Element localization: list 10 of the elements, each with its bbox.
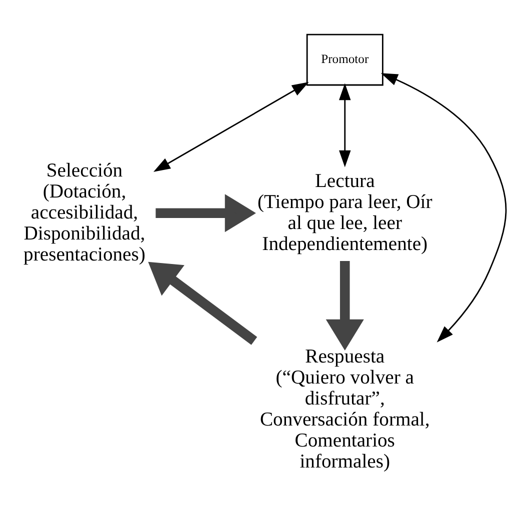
node-text: Lectura (Tiempo para leer, Oír al que lee, leer Independientemente): [257, 170, 432, 254]
arrow: [380, 72, 507, 342]
arrow: [148, 261, 258, 344]
node-box: Promotor: [306, 33, 384, 86]
node-text: Selección (Dotación, accesibilidad, Disponibilidad, presentaciones): [24, 160, 146, 265]
arrow: [153, 82, 309, 172]
arrow: [156, 194, 256, 232]
arrow: [326, 260, 364, 350]
node-text: Respuesta (“Quiero volver a disfrutar”, Conversación formal, Comentarios informales): [260, 346, 430, 472]
arrow: [339, 82, 351, 167]
